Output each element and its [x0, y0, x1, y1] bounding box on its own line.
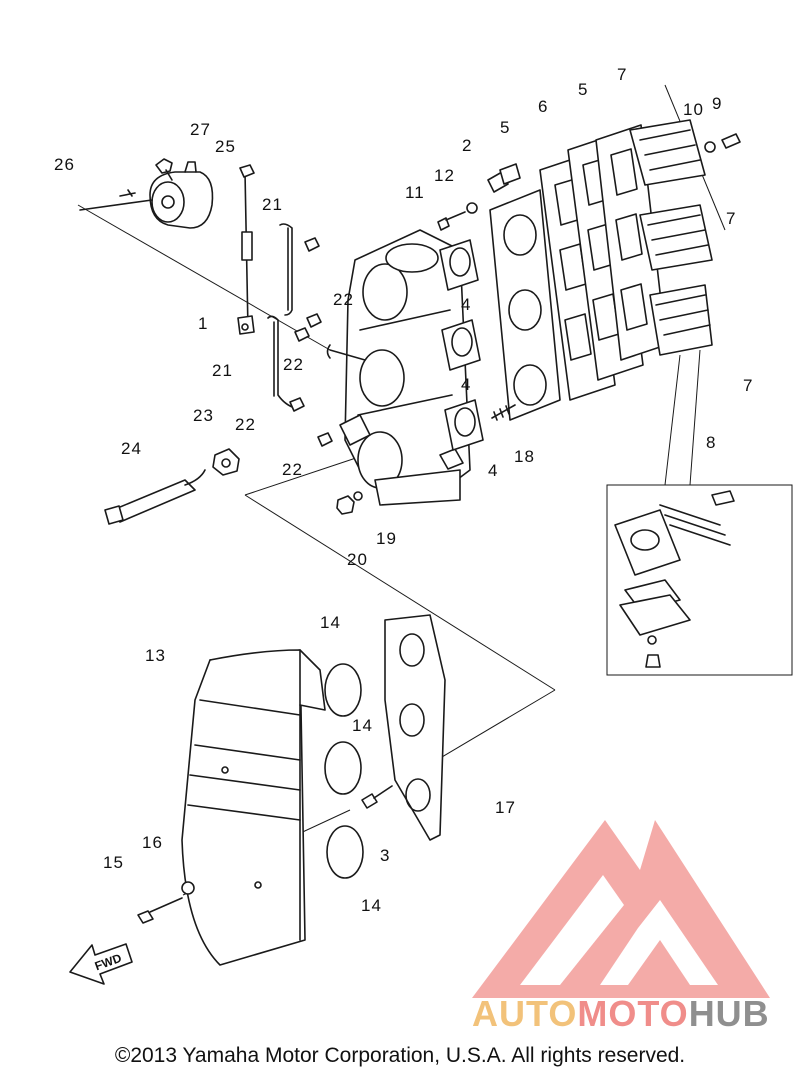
callout-7c: 7 — [743, 376, 754, 395]
link-rod — [237, 164, 255, 335]
callout-16: 16 — [142, 833, 163, 852]
callout-15: 15 — [103, 853, 124, 872]
callout-2: 2 — [462, 136, 473, 155]
callout-22d: 22 — [282, 460, 303, 479]
callout-14c: 14 — [361, 896, 382, 915]
callout-10: 10 — [683, 100, 704, 119]
watermark-logo — [472, 820, 770, 998]
bolt-15-washer-16 — [137, 881, 195, 924]
callout-22a: 22 — [333, 290, 354, 309]
callout-18: 18 — [514, 447, 535, 466]
hose-clips — [289, 237, 333, 447]
screw-27 — [155, 158, 173, 181]
callout-8: 8 — [706, 433, 717, 452]
bolt-11-washer-12 — [437, 202, 478, 231]
watermark-auto: AUTO — [472, 993, 578, 1034]
reed-valve-inset — [606, 484, 793, 676]
callout-11: 11 — [405, 183, 425, 202]
hose-upper — [279, 223, 293, 316]
callout-4a: 4 — [461, 295, 472, 314]
grommet-23 — [212, 448, 240, 476]
callout-26: 26 — [54, 155, 75, 174]
stud-18 — [491, 404, 516, 421]
callout-12: 12 — [434, 166, 455, 185]
choke-rod — [104, 469, 206, 525]
callout-4c: 4 — [488, 461, 499, 480]
callout-22c: 22 — [235, 415, 256, 434]
reed-valve-plate — [487, 163, 561, 421]
intake-silencer — [181, 649, 326, 966]
intake-manifold — [326, 229, 471, 506]
fwd-arrow-icon: FWD — [69, 943, 133, 985]
callout-21a: 21 — [262, 195, 283, 214]
bolt-9-washer-10 — [704, 133, 741, 153]
callout-14b: 14 — [352, 716, 373, 735]
reed-valves — [629, 119, 713, 356]
callout-9: 9 — [712, 94, 723, 113]
hose-lower — [267, 315, 296, 409]
copyright-notice: ©2013 Yamaha Motor Corporation, U.S.A. A… — [114, 1044, 686, 1067]
throttle-sensor — [79, 161, 214, 229]
washer-nut — [336, 491, 363, 515]
callout-20: 20 — [347, 550, 368, 569]
callout-13: 13 — [145, 646, 166, 665]
callout-17: 17 — [495, 798, 516, 817]
gasket-stack — [539, 124, 667, 401]
callout-4b: 4 — [461, 375, 472, 394]
callout-22b: 22 — [283, 355, 304, 374]
callout-5b: 5 — [578, 80, 589, 99]
manifold-gaskets — [439, 239, 484, 451]
callout-19: 19 — [376, 529, 397, 548]
callout-21b: 21 — [212, 361, 233, 380]
callout-7b: 7 — [726, 209, 737, 228]
callout-24: 24 — [121, 439, 142, 458]
bolt-3 — [361, 785, 393, 809]
watermark-moto: MOTO — [577, 993, 689, 1034]
callout-27: 27 — [190, 120, 211, 139]
callout-1: 1 — [198, 314, 209, 333]
callout-5a: 5 — [500, 118, 511, 137]
callout-14a: 14 — [320, 613, 341, 632]
callout-23: 23 — [193, 406, 214, 425]
grommets-14 — [324, 663, 364, 879]
callout-3: 3 — [380, 846, 391, 865]
callout-25: 25 — [215, 137, 236, 156]
callout-7a: 7 — [617, 65, 628, 84]
watermark-hub: HUB — [688, 993, 770, 1034]
silencer-gasket — [384, 614, 446, 841]
watermark-wordmark: AUTOMOTOHUB — [472, 996, 770, 1032]
callout-6: 6 — [538, 97, 549, 116]
